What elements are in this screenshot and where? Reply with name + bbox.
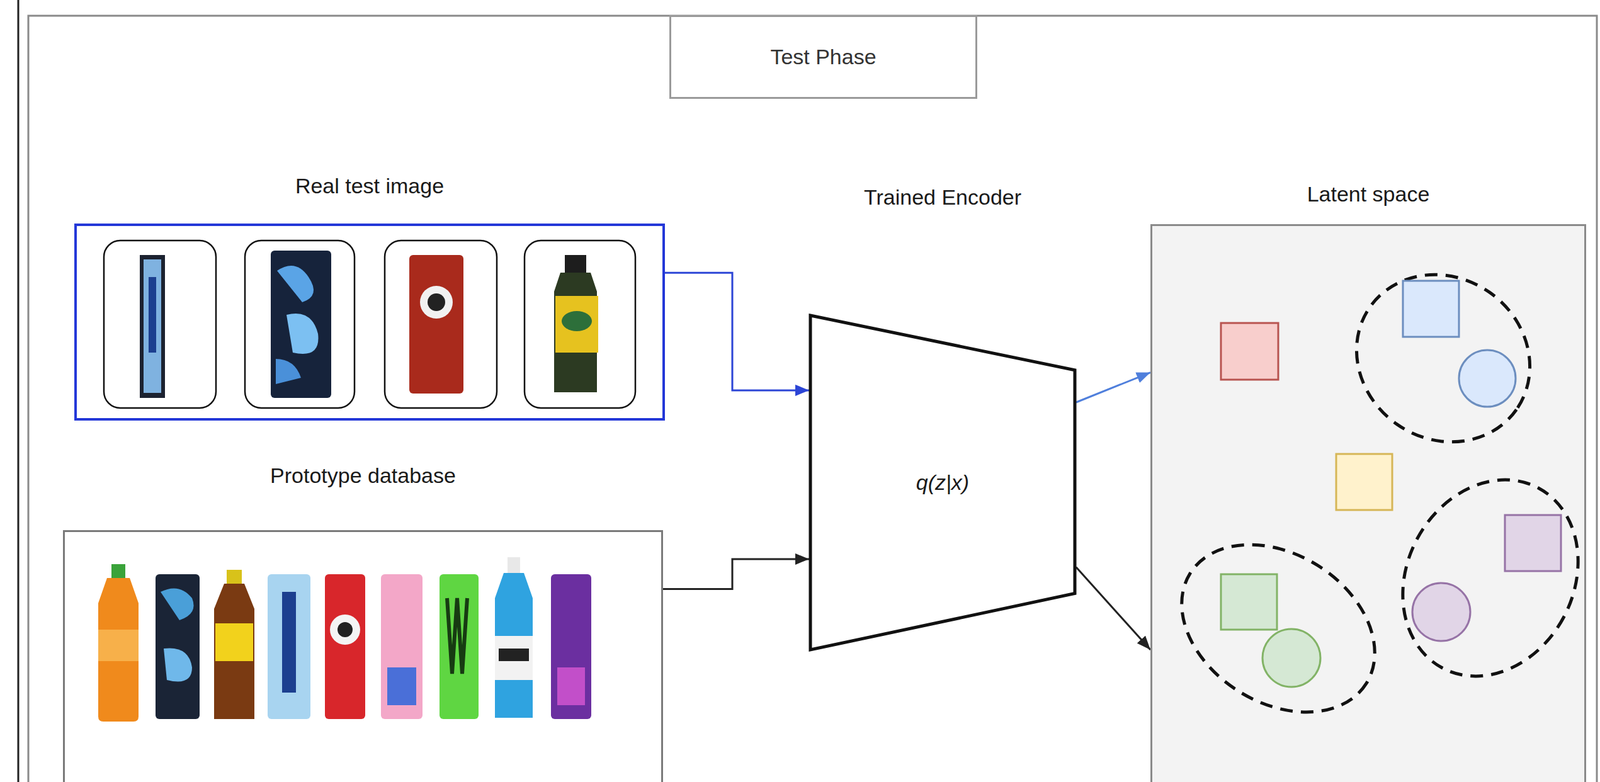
box-heading: Trained Encoder [809,184,1077,210]
test-image-tiles [103,240,636,409]
flow-arrow [663,559,810,590]
flow-arrow [664,272,810,391]
latent-ground [1150,224,1587,782]
test-cans [139,250,599,398]
latent-space-box: Latent space [1150,224,1587,782]
encoder-trapezoid: Trained Encoderq(z|x) [809,314,1077,652]
test-image-box: Real test image [74,223,665,421]
flow-arrow [1076,372,1151,403]
panel-edge [17,0,20,782]
latent-points [1151,241,1600,747]
phase-title-box: Test Phase [669,15,978,99]
box-heading: Prototype database [64,462,662,488]
box-formula: q(z|x) [809,469,1077,495]
box-heading: Real test image [76,173,663,199]
flow-arrow [1076,567,1151,650]
panel-frame [28,15,1597,782]
box-heading: Latent space [1152,181,1585,207]
prototype-products [98,557,592,722]
prototype-box: Prototype database [62,530,664,782]
box-heading: Test Phase [671,44,976,70]
